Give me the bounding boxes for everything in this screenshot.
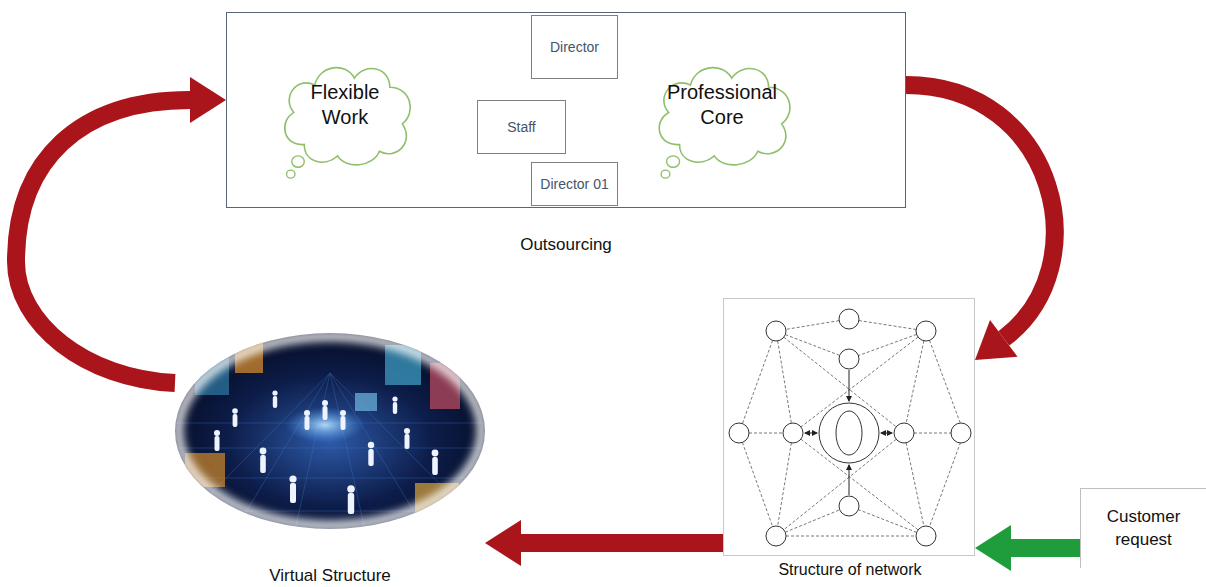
node-label: Director [550, 39, 599, 55]
node-label: Flexible Work [287, 80, 403, 130]
org-box: Director 01 [531, 162, 618, 206]
flow-arrow-body [1011, 539, 1080, 557]
node-label: Director 01 [540, 176, 608, 192]
thought-cloud: Professional Core [647, 53, 799, 181]
thought-cloud: Flexible Work [273, 53, 419, 181]
flow-arrow-body [16, 100, 190, 383]
arrow-head [975, 525, 1011, 571]
arrow-head [485, 520, 521, 566]
outsourcing-frame: Outsourcing Flexible WorkDirectorStaffDi… [226, 12, 906, 208]
node-label: Professional Core [661, 80, 783, 130]
network-panel: Structure of network [723, 298, 975, 556]
node-label: Staff [507, 119, 536, 135]
node-caption: Virtual Structure [175, 566, 485, 586]
node-caption: Structure of network [684, 561, 1016, 579]
virtual-office-illustration [175, 333, 485, 530]
arrow-head [190, 77, 226, 123]
node-label: Customer request [1089, 506, 1198, 550]
virtual-ellipse: Virtual Structure [175, 333, 485, 548]
org-box: Staff [477, 100, 566, 154]
request-box: Customer request [1080, 488, 1206, 568]
connector [16, 77, 226, 383]
connector [975, 525, 1080, 571]
arrow-head [975, 320, 1018, 360]
connector [485, 520, 723, 566]
flow-arrow-body [521, 534, 723, 552]
node-caption: Outsourcing [227, 235, 905, 255]
org-box: Director [531, 15, 618, 79]
network-illustration [724, 299, 976, 557]
